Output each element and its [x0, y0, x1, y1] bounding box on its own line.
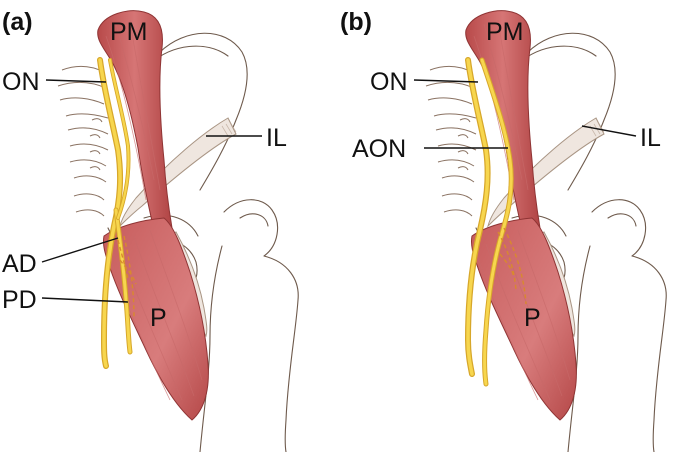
- panel-b-il-leader: [581, 125, 637, 137]
- panel-b: (b) PM ON AON IL P: [340, 8, 667, 452]
- panel-b-branch-1: [497, 231, 517, 291]
- panel-b-nerves: [464, 57, 527, 387]
- panel-b-label-p: P: [524, 304, 541, 332]
- panel-a-label-ad: AD: [2, 250, 37, 278]
- panel-b-branch-2: [503, 227, 527, 305]
- panel-a-pd-branch: [123, 235, 135, 319]
- panel-a-nerves: [97, 57, 137, 369]
- panel-a-pd-leader: [41, 297, 129, 303]
- panel-a-ad-branch: [117, 239, 129, 281]
- panel-a-tag: (a): [2, 8, 33, 36]
- panel-b-label-il: IL: [640, 124, 661, 152]
- panel-b-on-leader: [413, 79, 479, 83]
- panel-b-label-pm: PM: [486, 18, 524, 46]
- panel-a-ad-leader: [41, 237, 119, 263]
- panel-a-anatomy: [57, 10, 299, 452]
- panel-b-anatomy: [425, 10, 667, 452]
- panel-b-label-aon: AON: [352, 135, 406, 163]
- panel-b-tag: (b): [340, 8, 372, 36]
- panel-a-label-pd: PD: [2, 286, 37, 314]
- panel-a-on-leader: [45, 79, 107, 83]
- panel-a-label-il: IL: [266, 124, 287, 152]
- panel-a-label-on: ON: [2, 68, 40, 96]
- panel-a-label-p: P: [150, 304, 167, 332]
- panel-a: (a) PM ON IL AD PD P: [2, 8, 299, 452]
- panel-b-label-on: ON: [370, 68, 408, 96]
- panel-a-label-pm: PM: [110, 18, 148, 46]
